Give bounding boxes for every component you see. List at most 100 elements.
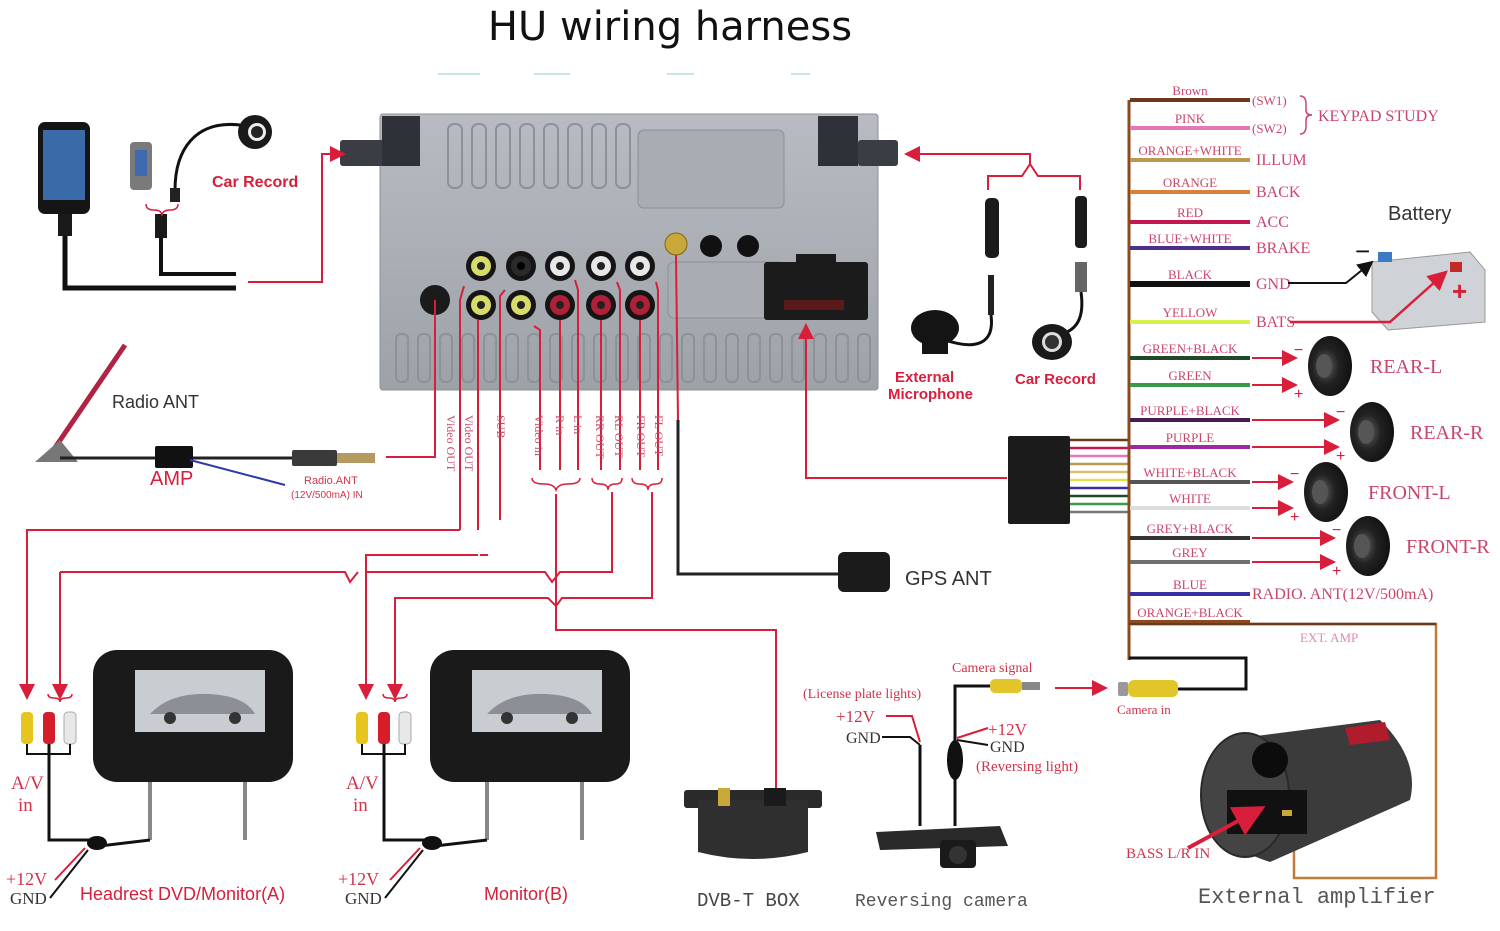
gps-antenna xyxy=(838,552,890,592)
monitor-a-rca-plugs xyxy=(21,693,151,899)
harness-wire-row: Brown(SW1) xyxy=(1130,83,1287,108)
amp-box xyxy=(155,446,193,468)
page-title: HU wiring harness xyxy=(488,4,852,50)
monitor-b xyxy=(430,650,630,840)
port-label: Video OUT xyxy=(462,415,476,472)
external-amplifier-label: External amplifier xyxy=(1198,885,1436,910)
wire-color-label: GREEN+BLACK xyxy=(1143,341,1238,356)
dvbt-box xyxy=(684,788,822,859)
wire-color-label: GREY+BLACK xyxy=(1147,521,1234,536)
license-plate-lights-label: (License plate lights) xyxy=(803,687,922,702)
wire-function-label: ACC xyxy=(1256,214,1289,231)
usb-socket xyxy=(737,235,759,257)
speaker-label: REAR-L xyxy=(1370,356,1442,378)
port-label: Video OUT xyxy=(444,415,458,472)
radio-ant-in-label: Radio.ANT xyxy=(304,475,358,487)
gnd-label-b: GND xyxy=(345,889,382,908)
port-label: FR OUT xyxy=(634,415,648,458)
harness-wire-row: PINK(SW2) xyxy=(1130,111,1287,136)
wire-function-label: RADIO. ANT(12V/500mA) xyxy=(1252,586,1433,603)
port-label: SUB xyxy=(494,415,508,438)
external-microphone-label: External xyxy=(895,369,954,386)
av-routing-lines xyxy=(19,492,777,790)
battery xyxy=(1371,251,1486,331)
av-in-label-b-2: in xyxy=(353,795,368,816)
reversing-light-label: (Reversing light) xyxy=(976,759,1078,775)
wire-color-label: GREY xyxy=(1172,545,1208,560)
wire-color-label: ORANGE+BLACK xyxy=(1137,605,1243,620)
wire-function-label: (SW1) xyxy=(1252,93,1287,108)
port-group-braces xyxy=(531,477,663,493)
bats-to-battery-line xyxy=(1290,270,1448,324)
plus-sign: + xyxy=(1336,448,1345,465)
wire-color-label: PURPLE xyxy=(1166,430,1214,445)
wire-color-label: YELLOW xyxy=(1163,305,1219,320)
port-label: RR OUT xyxy=(593,415,607,459)
plus-sign: + xyxy=(1294,386,1303,403)
harness-wire-row: PURPLE xyxy=(1130,430,1250,449)
minus-sign: − xyxy=(1290,466,1299,483)
car-record-camera-top xyxy=(145,115,272,276)
harness-connector xyxy=(1008,436,1130,524)
iso-harness-connector xyxy=(764,254,868,320)
av-in-label-a: A/V xyxy=(11,773,44,794)
battery-minus: − xyxy=(1355,236,1370,266)
radio-antenna xyxy=(35,343,435,486)
speaker: −+FRONT-L xyxy=(1252,462,1451,526)
minus-sign: − xyxy=(1336,404,1345,421)
plus-sign: + xyxy=(1332,563,1341,580)
wire-color-label: RED xyxy=(1177,205,1203,220)
wire-color-label: PURPLE+BLACK xyxy=(1140,403,1240,418)
av-in-label-b: A/V xyxy=(346,773,379,794)
wire-function-label: GND xyxy=(1256,276,1291,293)
monitor-a xyxy=(93,650,293,840)
wire-color-label: PINK xyxy=(1175,111,1206,126)
port-leader-lines xyxy=(434,279,659,530)
gps-ant-label: GPS ANT xyxy=(905,568,992,590)
camera-in-rca xyxy=(1128,680,1178,697)
radio-ant-label: Radio ANT xyxy=(112,392,199,412)
mounting-bracket-right xyxy=(858,140,898,166)
minus-sign: − xyxy=(1294,342,1303,359)
external-amplifier xyxy=(1200,720,1412,862)
gnd-label-a: GND xyxy=(10,889,47,908)
wire-function-label: BACK xyxy=(1256,184,1301,201)
ext-amp-label: EXT. AMP xyxy=(1300,630,1358,645)
harness-wire-list: Brown(SW1)PINK(SW2)ORANGE+WHITEILLUMORAN… xyxy=(1130,83,1433,624)
wire-color-label: WHITE xyxy=(1169,491,1211,506)
speaker-label: REAR-R xyxy=(1410,422,1484,444)
harness-wire-row: ORANGE+BLACK xyxy=(1130,605,1250,624)
head-unit xyxy=(340,113,898,391)
harness-wire-row: RED ACC xyxy=(1130,205,1289,231)
port-labels: Video OUT Video OUT SUB Video in R in L … xyxy=(444,415,666,472)
plus12v-label-a: +12V xyxy=(6,869,47,889)
harness-wire-row: GREY+BLACK xyxy=(1130,521,1250,540)
port-label: L in xyxy=(571,415,585,434)
bass-in-label: BASS L/R IN xyxy=(1126,846,1210,862)
wire-color-label: BLACK xyxy=(1168,267,1213,282)
amp-label: AMP xyxy=(150,468,193,490)
speaker: − + REAR-L xyxy=(1252,336,1442,403)
plus12v-label-b: +12V xyxy=(338,869,379,889)
plus-sign: + xyxy=(1290,509,1299,526)
usb-to-hu-line xyxy=(248,146,346,283)
wire-color-label: WHITE+BLACK xyxy=(1143,465,1237,480)
wire-function-label: BRAKE xyxy=(1256,240,1310,257)
camera-in-wire xyxy=(1129,656,1248,691)
gps-cable xyxy=(676,420,838,576)
plus12v-license-label: +12V xyxy=(836,707,876,726)
battery-label: Battery xyxy=(1388,203,1451,225)
gnd-license-label: GND xyxy=(846,730,881,747)
ipod-device xyxy=(38,122,236,291)
speaker: − + REAR-R xyxy=(1252,402,1484,465)
gnd-reversing-label: GND xyxy=(990,739,1025,756)
wire-color-label: GREEN xyxy=(1168,368,1212,383)
monitor-b-rca-plugs xyxy=(356,693,488,899)
harness-wire-row: GREY xyxy=(1130,545,1250,564)
